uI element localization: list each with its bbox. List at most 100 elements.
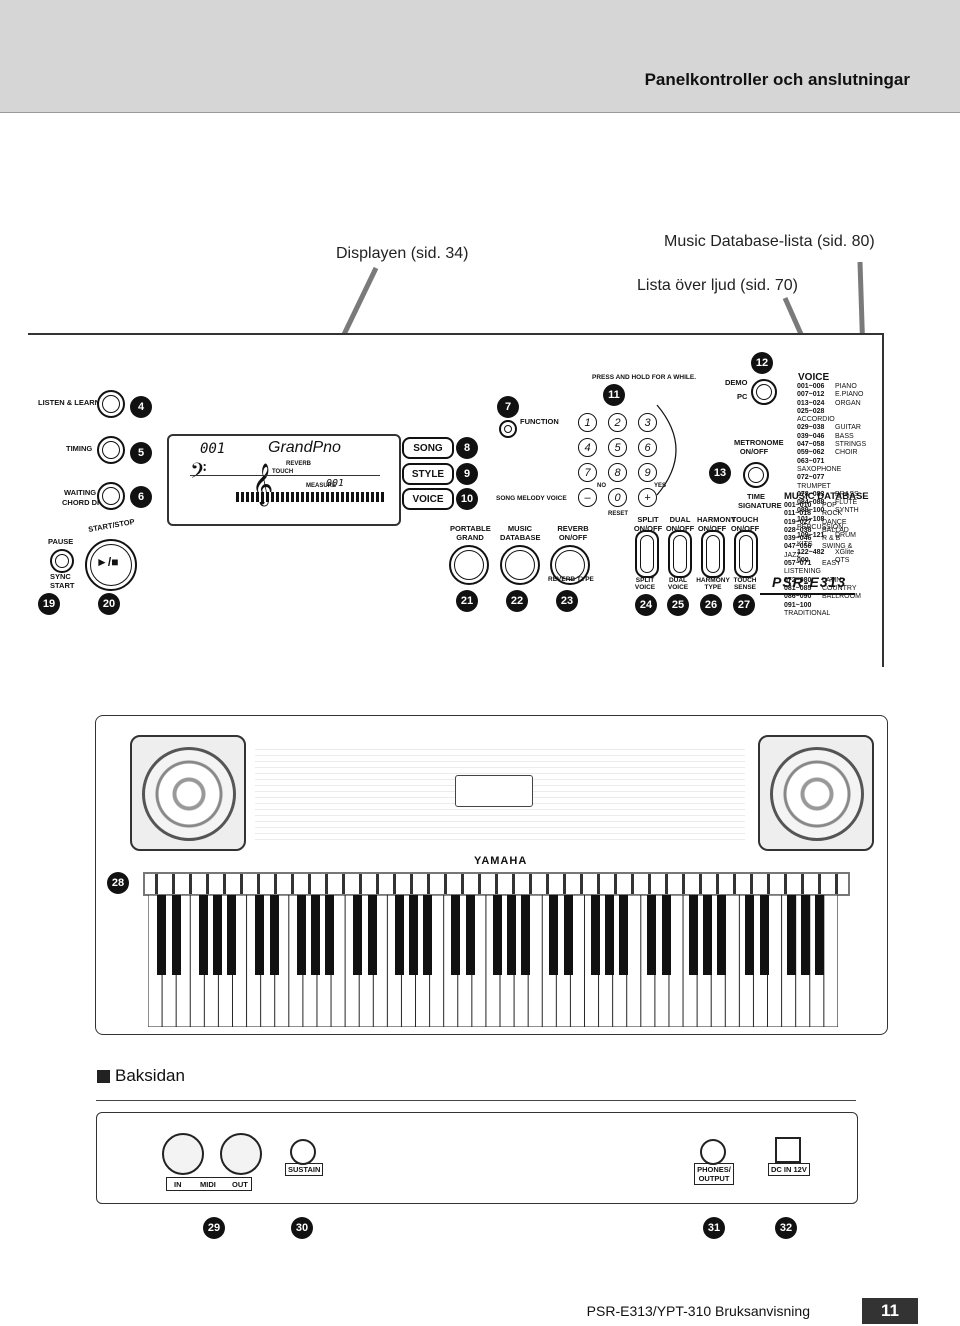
music-db-item: 091~100TRADITIONAL	[784, 601, 831, 617]
portable-grand-button[interactable]	[449, 545, 489, 585]
speaker-right	[758, 735, 874, 851]
label-dual-voice: DUAL VOICE	[667, 577, 689, 591]
dual-button[interactable]	[668, 530, 692, 578]
numpad-key-6[interactable]: 6	[638, 438, 657, 457]
label-dual: DUAL ON/OFF	[665, 515, 695, 533]
split-button[interactable]	[635, 530, 659, 578]
label-yes: YES	[654, 483, 667, 489]
numpad-key-0[interactable]: 0	[608, 488, 627, 507]
midi-out-port[interactable]	[220, 1133, 262, 1175]
badge-25: 25	[667, 594, 689, 616]
badge-29: 29	[203, 1217, 225, 1239]
label-split-voice: SPLIT VOICE	[634, 577, 656, 591]
badge-13: 13	[709, 462, 731, 484]
badge-20: 20	[98, 593, 120, 615]
song-button[interactable]: SONG	[402, 437, 454, 459]
label-touch: TOUCH ON/OFF	[730, 515, 760, 533]
touch-button[interactable]	[734, 530, 758, 578]
numpad-key-3[interactable]: 3	[638, 413, 657, 432]
section-marker-icon	[97, 1070, 110, 1083]
phones-jack[interactable]	[700, 1139, 726, 1165]
badge-23: 23	[556, 590, 578, 612]
numpad-key-9[interactable]: 9	[638, 463, 657, 482]
start-stop-button[interactable]	[85, 539, 137, 591]
harmony-button[interactable]	[701, 530, 725, 578]
numpad-key-minus[interactable]: –	[578, 488, 597, 507]
voice-button[interactable]: VOICE	[402, 488, 454, 510]
label-reverb-type: REVERB TYPE	[548, 576, 594, 583]
demo-button[interactable]	[751, 379, 777, 405]
lcd-reverb: REVERB	[286, 461, 312, 467]
label-midi: MIDI	[200, 1180, 216, 1189]
rear-panel	[96, 1112, 858, 1204]
metronome-button[interactable]	[743, 462, 769, 488]
play-stop-icon: ►/■	[96, 555, 119, 569]
music-db-title: MUSIC DATABASE	[784, 491, 869, 502]
numpad-key-8[interactable]: 8	[608, 463, 627, 482]
page-title: Panelkontroller och anslutningar	[644, 70, 910, 89]
label-waiting: WAITING	[64, 488, 97, 497]
midi-in-port[interactable]	[162, 1133, 204, 1175]
label-reset: RESET	[608, 511, 629, 517]
badge-7: 7	[497, 396, 519, 418]
numpad-key-plus[interactable]: +	[638, 488, 657, 507]
dc-in-jack[interactable]	[775, 1137, 801, 1163]
style-button[interactable]: STYLE	[402, 463, 454, 485]
badge-5: 5	[130, 442, 152, 464]
label-function: FUNCTION	[520, 417, 559, 426]
music-database-button[interactable]	[500, 545, 540, 585]
label-timing: TIMING	[66, 444, 93, 453]
listen-learn-button[interactable]	[97, 390, 125, 418]
midi-label-box	[166, 1177, 252, 1191]
numpad-key-5[interactable]: 5	[608, 438, 627, 457]
reverb-button[interactable]	[550, 545, 590, 585]
badge-11: 11	[603, 384, 625, 406]
numpad-key-2[interactable]: 2	[608, 413, 627, 432]
black-keys	[157, 895, 824, 975]
badge-32: 32	[775, 1217, 797, 1239]
key-label-strip	[143, 872, 850, 896]
voice-list-item: 025~028ACCORDIO	[797, 407, 835, 424]
numpad-key-7[interactable]: 7	[578, 463, 597, 482]
label-split: SPLIT ON/OFF	[633, 515, 663, 533]
function-button[interactable]	[499, 420, 517, 438]
page-number: 11	[862, 1298, 918, 1324]
badge-30: 30	[291, 1217, 313, 1239]
badge-8: 8	[456, 437, 478, 459]
model-logo: PSR-E313	[772, 574, 847, 590]
numpad-key-1[interactable]: 1	[578, 413, 597, 432]
keyboard-keys	[148, 895, 838, 1027]
timing-button[interactable]	[97, 436, 125, 464]
badge-28: 28	[107, 872, 129, 894]
pause-button[interactable]	[50, 549, 74, 573]
label-portable-grand: PORTABLE GRAND	[450, 524, 491, 542]
label-harmony-type: HARMONY TYPE	[696, 577, 730, 591]
label-dc-in: DC IN 12V	[768, 1163, 810, 1176]
model-rule	[760, 593, 855, 595]
label-chord-dict: CHORD DICT.	[62, 498, 111, 507]
sustain-jack[interactable]	[290, 1139, 316, 1165]
voice-list-item: 063~071SAXOPHONE	[797, 457, 842, 473]
rear-rule	[96, 1100, 856, 1101]
numpad-key-4[interactable]: 4	[578, 438, 597, 457]
label-harmony: HARMONY ON/OFF	[697, 515, 736, 533]
label-pause: PAUSE	[48, 537, 74, 546]
waiting-button[interactable]	[97, 482, 125, 510]
badge-10: 10	[456, 488, 478, 510]
lcd-measure-value: 001	[326, 478, 345, 489]
